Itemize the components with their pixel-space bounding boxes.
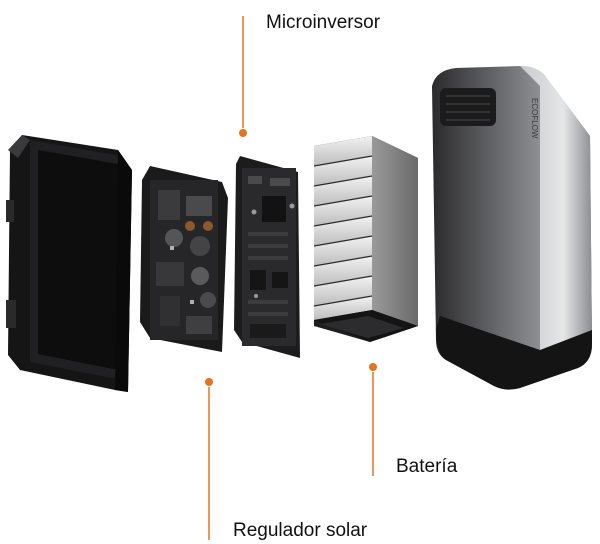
- callout-dot-microinverter: [239, 129, 247, 137]
- label-microinverter: Microinversor: [266, 12, 381, 33]
- callout-dot-solar-regulator: [205, 378, 213, 386]
- vent-grille: [440, 88, 496, 126]
- outer-case: ECOFLOW: [432, 66, 592, 390]
- callout-solar-regulator: [205, 378, 213, 540]
- vent-slats: [446, 95, 490, 121]
- callout-battery: [369, 363, 377, 476]
- callout-dot-battery: [369, 363, 377, 371]
- callout-microinverter: [239, 16, 247, 137]
- solar-regulator-board: [140, 166, 228, 352]
- label-solar-regulator: Regulador solar: [233, 520, 368, 541]
- brand-logo: ECOFLOW: [530, 98, 539, 139]
- rear-housing: [6, 135, 132, 392]
- microinverter-board: [234, 156, 300, 358]
- battery-cell-stack: [313, 136, 418, 342]
- cell-dividers: [313, 155, 373, 307]
- battery-cells: [314, 136, 372, 320]
- label-battery: Batería: [396, 456, 458, 477]
